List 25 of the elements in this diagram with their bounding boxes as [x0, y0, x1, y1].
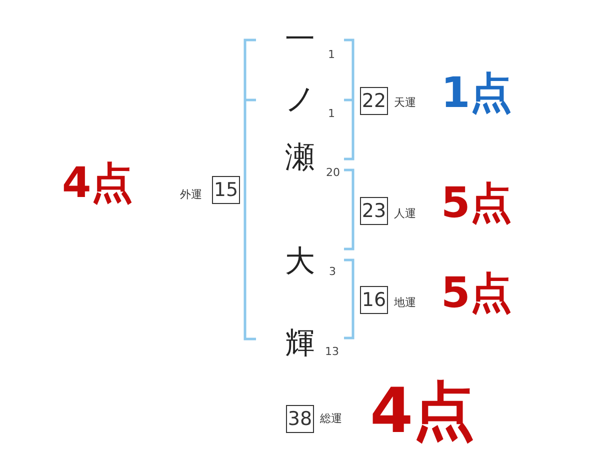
stroke-count: 3 [329, 266, 336, 277]
fortune-label: 天運 [394, 97, 416, 108]
fortune-label: 地運 [394, 297, 416, 308]
stroke-count: 1 [328, 49, 335, 60]
fortune-number-box: 15 [212, 176, 240, 204]
name-character: 大 [285, 247, 315, 277]
fortune-number-box: 16 [360, 286, 388, 314]
name-character: 一 [285, 25, 315, 55]
stroke-count: 20 [326, 167, 340, 178]
score-text: 4点 [62, 162, 134, 204]
stroke-count: 13 [325, 346, 339, 357]
stroke-count: 1 [328, 108, 335, 119]
score-text: 1点 [441, 72, 512, 114]
name-character: 輝 [285, 329, 315, 359]
name-character: ノ [285, 85, 316, 115]
fortune-number-box: 22 [360, 87, 388, 115]
name-character: 瀬 [285, 143, 315, 173]
fortune-number-box: 23 [360, 197, 388, 225]
score-text: 5点 [441, 182, 512, 224]
fortune-label: 外運 [180, 189, 202, 200]
score-text: 4点 [370, 380, 476, 442]
fortune-label: 総運 [320, 413, 342, 424]
score-text: 5点 [441, 272, 512, 314]
fortune-label: 人運 [394, 208, 416, 219]
fortune-number-box: 38 [286, 405, 314, 433]
